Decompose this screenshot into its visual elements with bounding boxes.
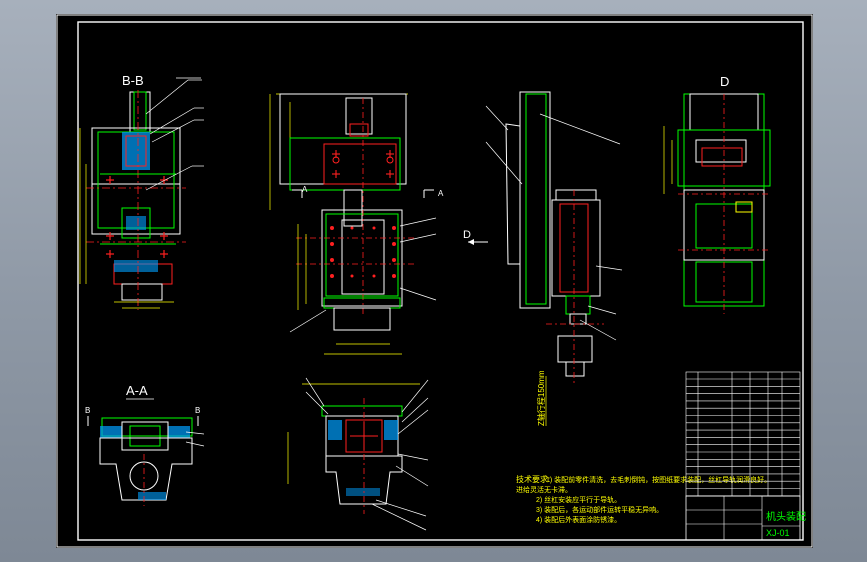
drawing-title: 机头装配 bbox=[766, 510, 806, 523]
tech-notes-title: 技术要求: bbox=[516, 474, 550, 484]
tech-note-1b: 进给灵活无卡滞。 bbox=[516, 485, 572, 494]
technical-requirements: 技术要求: 1) 装配前零件清洗，去毛刺倒钝，按图纸要求装配，丝杠导轨润滑良好。… bbox=[516, 474, 771, 524]
view-direction-d: D bbox=[463, 229, 471, 241]
cad-drawing: B-B bbox=[56, 14, 813, 548]
side-view: Z轴行程150mm bbox=[485, 91, 623, 426]
title-block: 机头装配 XJ-01 bbox=[685, 495, 806, 541]
tech-note-4: 4) 装配后外表面涂防锈漆。 bbox=[536, 515, 621, 524]
section-aa-view: A-A B B bbox=[85, 383, 205, 506]
section-marker-a-left: A bbox=[302, 185, 308, 194]
drawing-sheet: B-B bbox=[56, 14, 813, 548]
bottom-section-view bbox=[287, 377, 429, 531]
inner-frame bbox=[77, 21, 804, 541]
front-view: A A D bbox=[269, 93, 488, 355]
outer-frame bbox=[56, 14, 813, 548]
section-marker-b-left: B bbox=[85, 406, 90, 415]
view-label-aa: A-A bbox=[126, 383, 148, 398]
section-bb-view: B-B bbox=[79, 73, 204, 310]
view-label-bb: B-B bbox=[122, 73, 144, 88]
drawing-code: XJ-01 bbox=[766, 528, 790, 538]
section-marker-a-right: A bbox=[438, 189, 444, 198]
tech-note-1: 1) 装配前零件清洗，去毛刺倒钝，按图纸要求装配，丝杠导轨润滑良好。 bbox=[546, 475, 771, 484]
tech-note-2: 2) 丝杠安装应平行于导轨。 bbox=[536, 495, 621, 504]
view-label-d: D bbox=[720, 74, 729, 89]
section-marker-b-right: B bbox=[195, 406, 200, 415]
z-stroke-label: Z轴行程150mm bbox=[536, 370, 546, 426]
tech-note-3: 3) 装配后，各运动部件运转平稳无异响。 bbox=[536, 505, 663, 514]
view-d: D bbox=[663, 74, 771, 314]
